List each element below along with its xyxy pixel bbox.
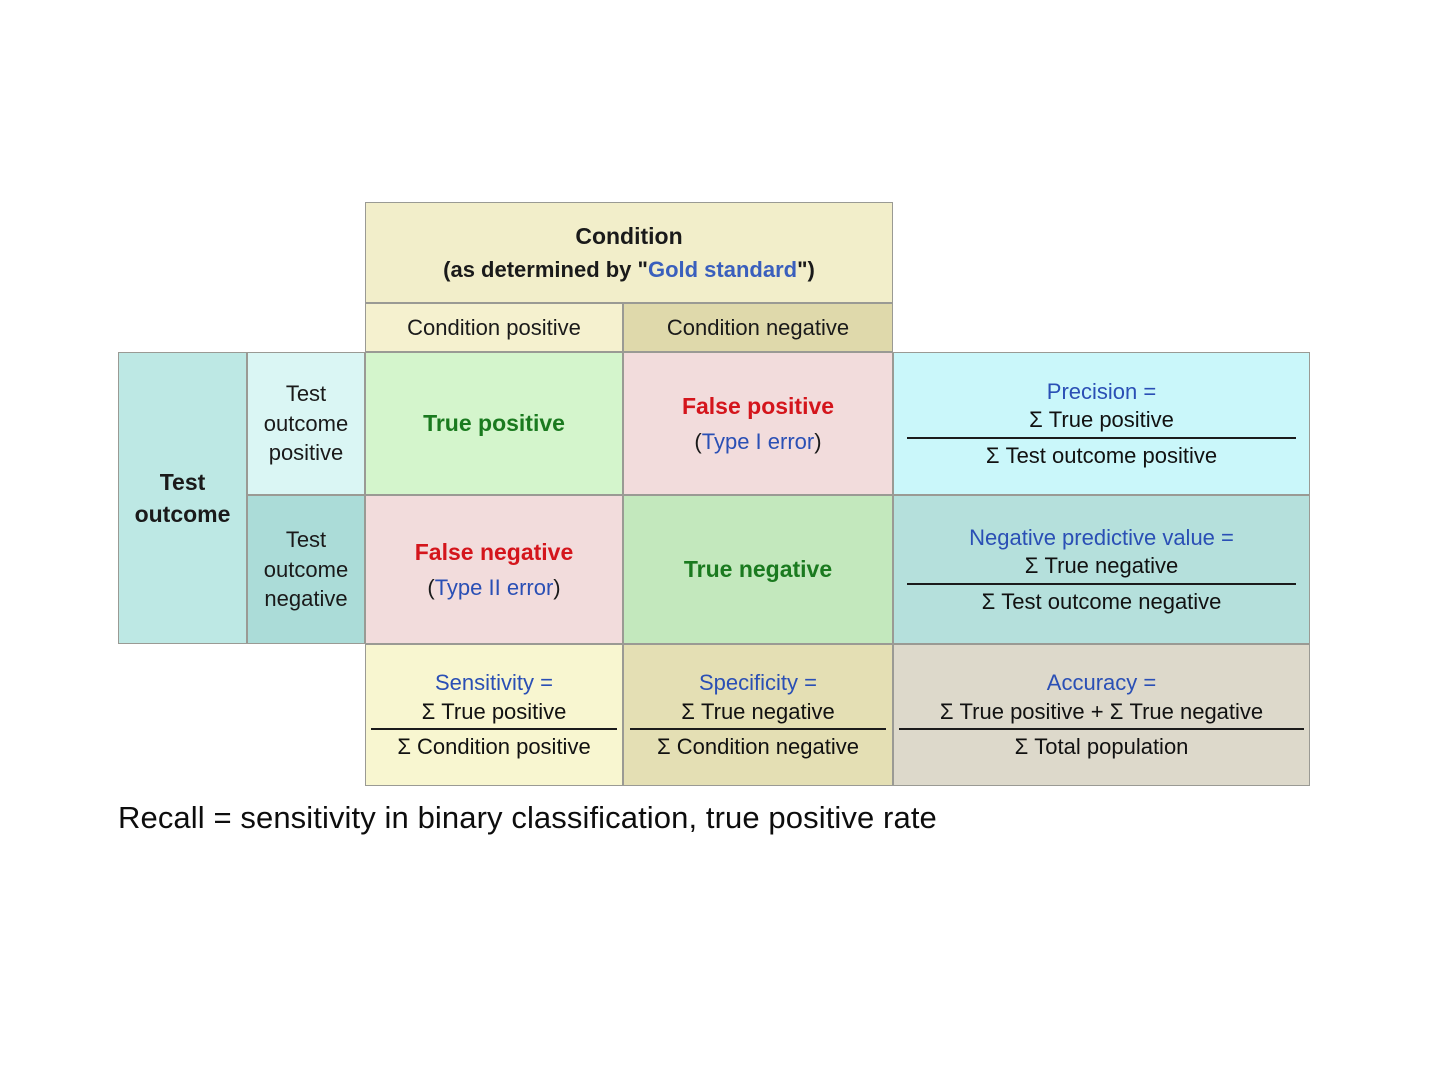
type-i-paren-open: ( [694, 428, 702, 454]
precision-formula: Precision = Σ True positive Σ Test outco… [894, 353, 1309, 494]
sensitivity-denominator: Σ Condition positive [397, 734, 591, 760]
row-header-neg-line2: outcome [263, 556, 349, 582]
cell-false-negative: False negative (Type II error) [365, 495, 623, 644]
cell-accuracy: Accuracy = Σ True positive + Σ True nega… [893, 644, 1310, 786]
cell-true-negative: True negative [623, 495, 893, 644]
precision-title: Precision = [1046, 378, 1157, 404]
cell-false-positive-label: False positive [681, 392, 835, 419]
sensitivity-formula: Sensitivity = Σ True positive Σ Conditio… [366, 645, 622, 785]
condition-header-subtitle: (as determined by "Gold standard") [443, 257, 815, 283]
type-ii-paren-close: ) [553, 574, 561, 600]
condition-header-title: Condition [575, 222, 683, 249]
sensitivity-numerator: Σ True positive [421, 698, 567, 724]
cell-false-positive: False positive (Type I error) [623, 352, 893, 495]
type-ii-error-text: Type II error [434, 574, 554, 600]
sensitivity-title: Sensitivity = [435, 670, 553, 696]
column-header-condition-negative-label: Condition negative [666, 314, 850, 340]
row-header-pos-line2: outcome [263, 410, 349, 436]
cell-false-negative-sublabel: (Type II error) [427, 575, 560, 601]
subtitle-suffix: ") [797, 256, 815, 282]
row-header-test-outcome-positive: Test outcome positive [247, 352, 365, 495]
cell-true-positive-label: True positive [423, 410, 565, 437]
accuracy-fraction-rule [899, 728, 1304, 731]
confusion-matrix-table: Condition (as determined by "Gold standa… [118, 202, 1310, 786]
type-i-error-text: Type I error [701, 428, 815, 454]
specificity-denominator: Σ Condition negative [657, 734, 859, 760]
npv-formula: Negative predictive value = Σ True negat… [894, 496, 1309, 643]
accuracy-formula: Accuracy = Σ True positive + Σ True nega… [894, 645, 1309, 785]
npv-numerator: Σ True negative [1024, 553, 1179, 579]
cell-true-positive: True positive [365, 352, 623, 495]
cell-false-positive-sublabel: (Type I error) [694, 429, 821, 455]
column-header-condition-negative: Condition negative [623, 303, 893, 352]
column-header-condition-positive-label: Condition positive [407, 314, 581, 340]
type-ii-paren-open: ( [427, 574, 435, 600]
cell-specificity: Specificity = Σ True negative Σ Conditio… [623, 644, 893, 786]
cell-false-negative-label: False negative [414, 538, 574, 565]
condition-header-cell: Condition (as determined by "Gold standa… [365, 202, 893, 303]
cell-negative-predictive-value: Negative predictive value = Σ True negat… [893, 495, 1310, 644]
precision-numerator: Σ True positive [1029, 407, 1174, 433]
column-header-condition-positive: Condition positive [365, 303, 623, 352]
row-header-neg-line1: Test [285, 527, 327, 553]
sensitivity-fraction-rule [371, 728, 617, 731]
row-header-test-outcome-negative: Test outcome negative [247, 495, 365, 644]
accuracy-numerator: Σ True positive + Σ True negative [939, 698, 1264, 724]
specificity-fraction-rule [630, 728, 886, 731]
npv-title: Negative predictive value = [969, 524, 1234, 550]
type-i-paren-close: ) [814, 428, 822, 454]
row-header-group-line2: outcome [134, 500, 231, 527]
npv-fraction-rule [907, 582, 1296, 585]
specificity-formula: Specificity = Σ True negative Σ Conditio… [624, 645, 892, 785]
specificity-title: Specificity = [699, 670, 817, 696]
subtitle-prefix: (as determined by " [443, 256, 648, 282]
row-header-group-line1: Test [159, 468, 206, 495]
accuracy-title: Accuracy = [1046, 670, 1157, 696]
specificity-numerator: Σ True negative [681, 698, 835, 724]
row-header-pos-line1: Test [285, 381, 327, 407]
row-header-test-outcome-group: Test outcome [118, 352, 247, 644]
cell-true-negative-label: True negative [683, 556, 833, 583]
row-header-pos-line3: positive [268, 440, 344, 466]
cell-precision: Precision = Σ True positive Σ Test outco… [893, 352, 1310, 495]
gold-standard-link[interactable]: Gold standard [647, 256, 798, 282]
precision-fraction-rule [907, 436, 1296, 439]
slide-caption: Recall = sensitivity in binary classific… [118, 800, 937, 835]
precision-denominator: Σ Test outcome positive [985, 442, 1218, 468]
npv-denominator: Σ Test outcome negative [981, 588, 1222, 614]
accuracy-denominator: Σ Total population [1014, 734, 1189, 760]
row-header-neg-line3: negative [264, 586, 348, 612]
cell-sensitivity: Sensitivity = Σ True positive Σ Conditio… [365, 644, 623, 786]
